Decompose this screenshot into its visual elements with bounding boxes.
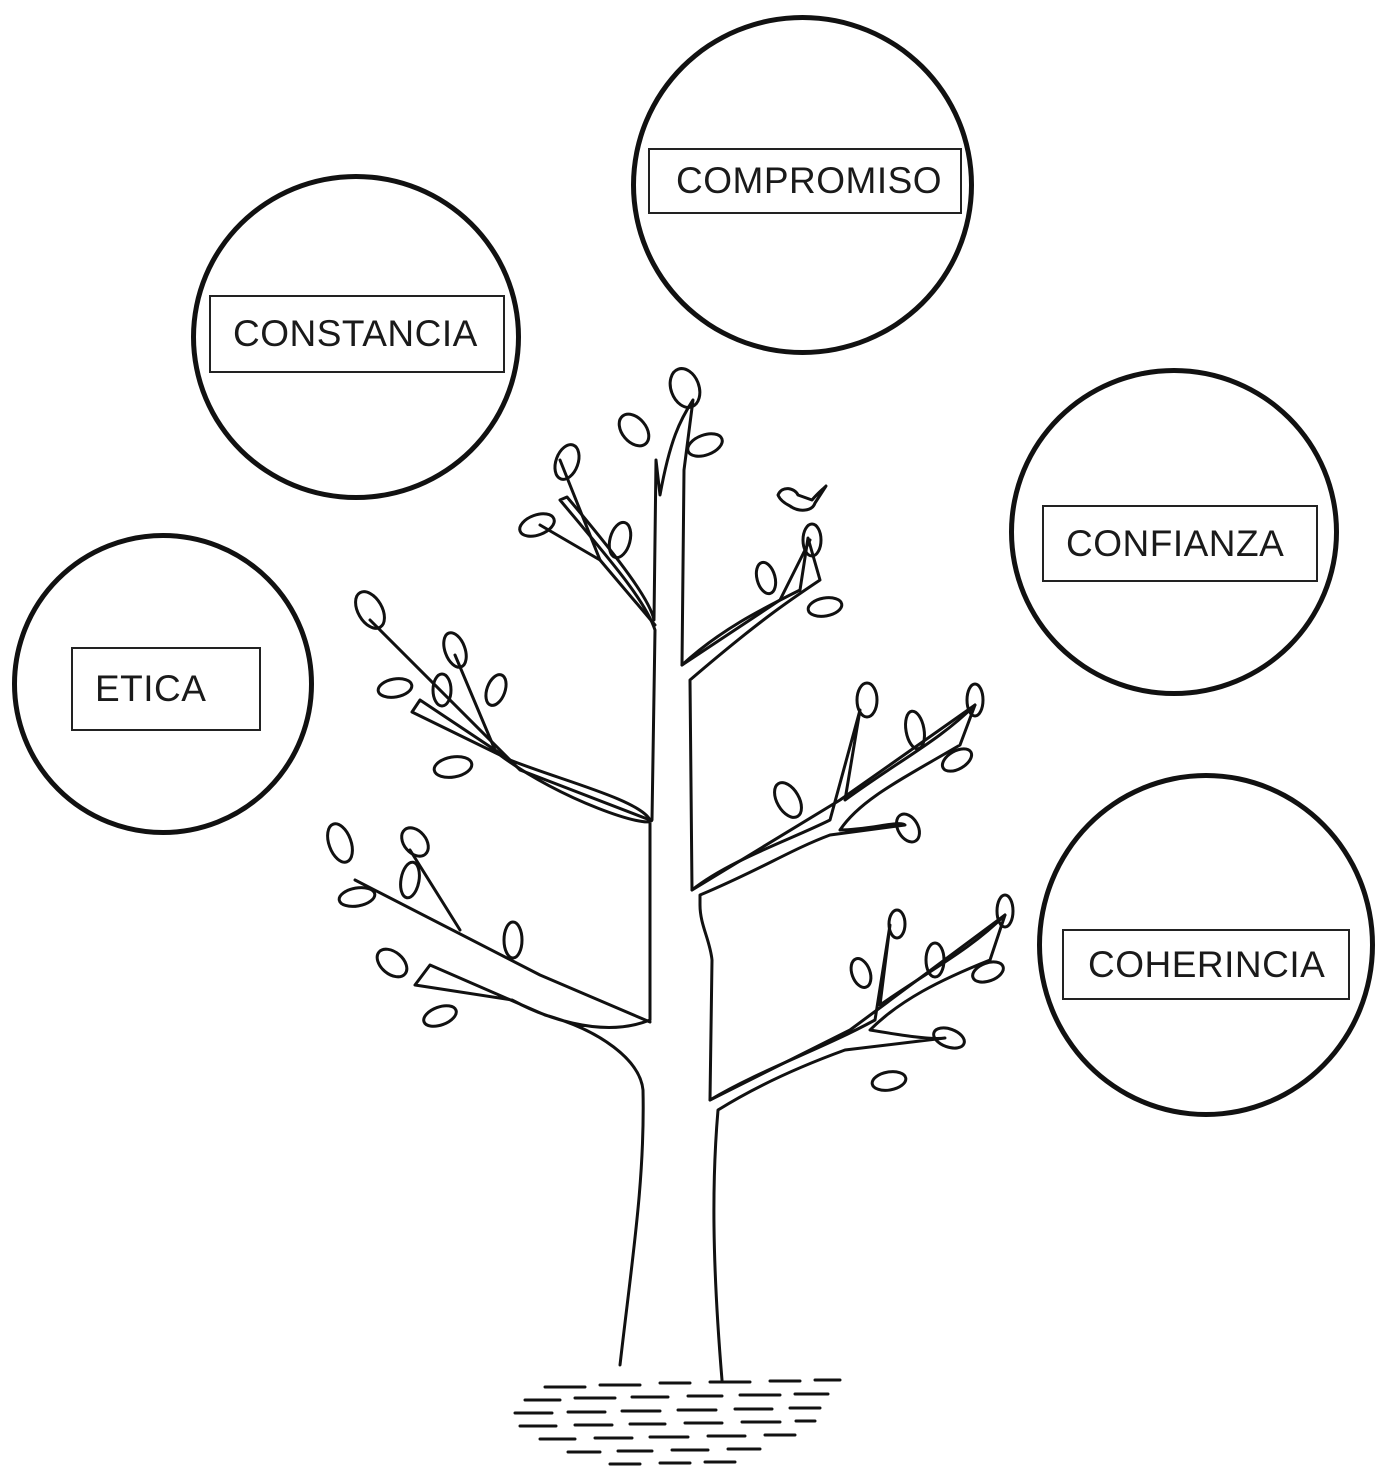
leaf — [870, 1070, 908, 1092]
value-label-compromiso: COMPROMISO — [648, 148, 962, 214]
leaf — [422, 1004, 458, 1028]
leaf — [326, 822, 354, 864]
leaf — [965, 682, 985, 718]
leaf — [607, 520, 633, 560]
leaf — [940, 747, 974, 773]
value-label-constancia: CONSTANCIA — [209, 295, 505, 373]
branch-upper-left-twig — [538, 523, 602, 562]
leaf — [895, 812, 921, 844]
leaf — [801, 522, 823, 558]
leaf — [686, 432, 724, 458]
branch-mid-left-twig — [453, 653, 497, 752]
tree-trunk — [410, 398, 1007, 1382]
branch-lower-left-twig — [408, 848, 462, 932]
leaf — [887, 908, 907, 940]
leaf — [502, 920, 524, 960]
leaf — [375, 947, 409, 979]
branch-lower-right — [708, 913, 1007, 1102]
leaf — [855, 681, 879, 719]
branch-upper-right — [680, 538, 812, 667]
leaf — [995, 893, 1015, 929]
leaf — [773, 781, 803, 819]
leaf — [354, 590, 386, 630]
leaf — [399, 860, 421, 900]
branch-lower-left — [353, 878, 652, 1024]
value-label-etica: ETICA — [71, 647, 261, 731]
ground-lines — [513, 1378, 842, 1466]
leaf — [932, 1026, 966, 1050]
leaf — [431, 672, 453, 708]
leaf — [400, 826, 430, 858]
leaf — [432, 755, 474, 779]
leaf — [553, 443, 581, 481]
leaf — [668, 367, 702, 409]
leaf — [971, 960, 1005, 984]
leaf — [904, 709, 926, 751]
leaf — [617, 412, 651, 448]
value-label-confianza: CONFIANZA — [1042, 505, 1318, 582]
leaf — [518, 512, 556, 538]
bird-icon — [776, 484, 828, 512]
leaf — [442, 631, 468, 669]
branch-mid-right — [690, 703, 977, 892]
leaf — [849, 957, 873, 989]
leaf — [376, 677, 414, 699]
leaf — [484, 673, 508, 707]
leaf — [337, 886, 377, 908]
value-label-coherincia: COHERINCIA — [1062, 929, 1350, 1000]
leaf — [924, 941, 946, 979]
branch-mid-left — [368, 618, 652, 822]
leaf — [754, 560, 778, 596]
leaf — [806, 596, 844, 618]
